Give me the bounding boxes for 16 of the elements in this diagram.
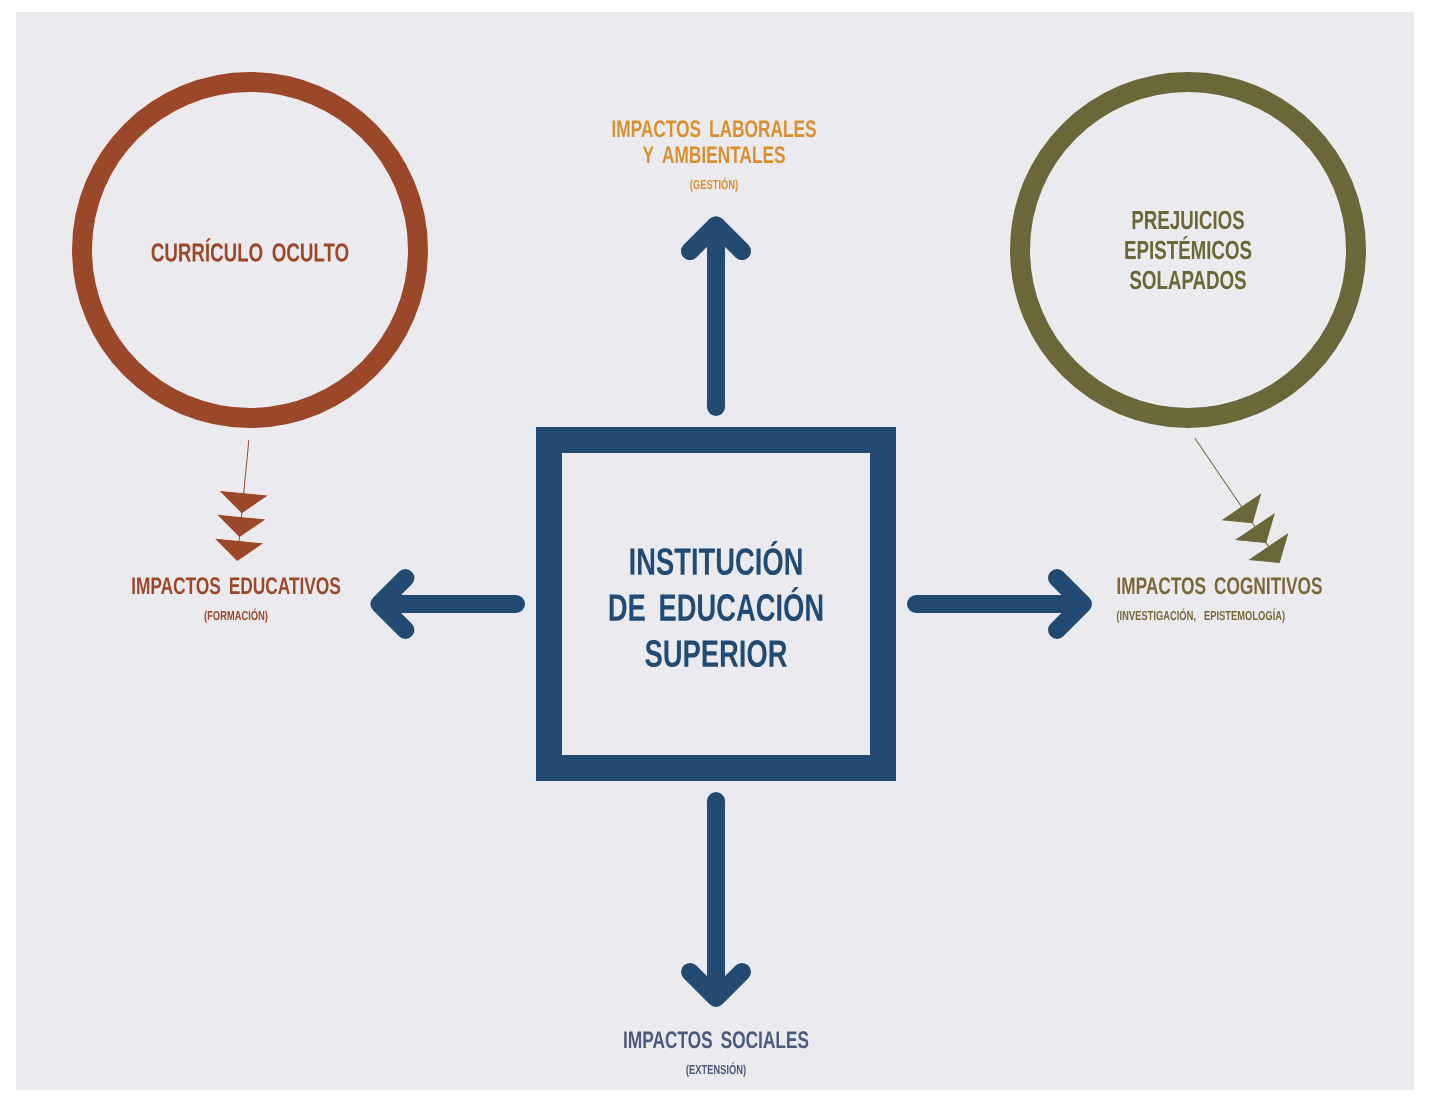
chevron-arrow	[1194, 437, 1288, 563]
node-title: INSTITUCIÓN DE EDUCACIÓN SUPERIOR	[609, 541, 823, 668]
concept-circle	[72, 72, 428, 428]
node-title: PREJUICIOS EPISTÉMICOS SOLAPADOS	[1125, 210, 1252, 290]
node-title: IMPACTOS COGNITIVOS	[1117, 577, 1322, 595]
concept-circle	[1010, 72, 1366, 428]
node-title: CURRÍCULO OCULTO	[151, 238, 349, 262]
arrow	[370, 569, 525, 639]
chevron-arrow	[215, 439, 267, 561]
arrow	[681, 216, 751, 416]
arrow	[681, 792, 751, 1007]
arrow	[907, 569, 1092, 639]
node-title: IMPACTOS LABORALES Y AMBIENTALES	[612, 120, 816, 164]
node-title: IMPACTOS EDUCATIVOS	[132, 577, 341, 595]
node-title: IMPACTOS SOCIALES	[624, 1031, 809, 1049]
institution-box	[536, 427, 896, 781]
